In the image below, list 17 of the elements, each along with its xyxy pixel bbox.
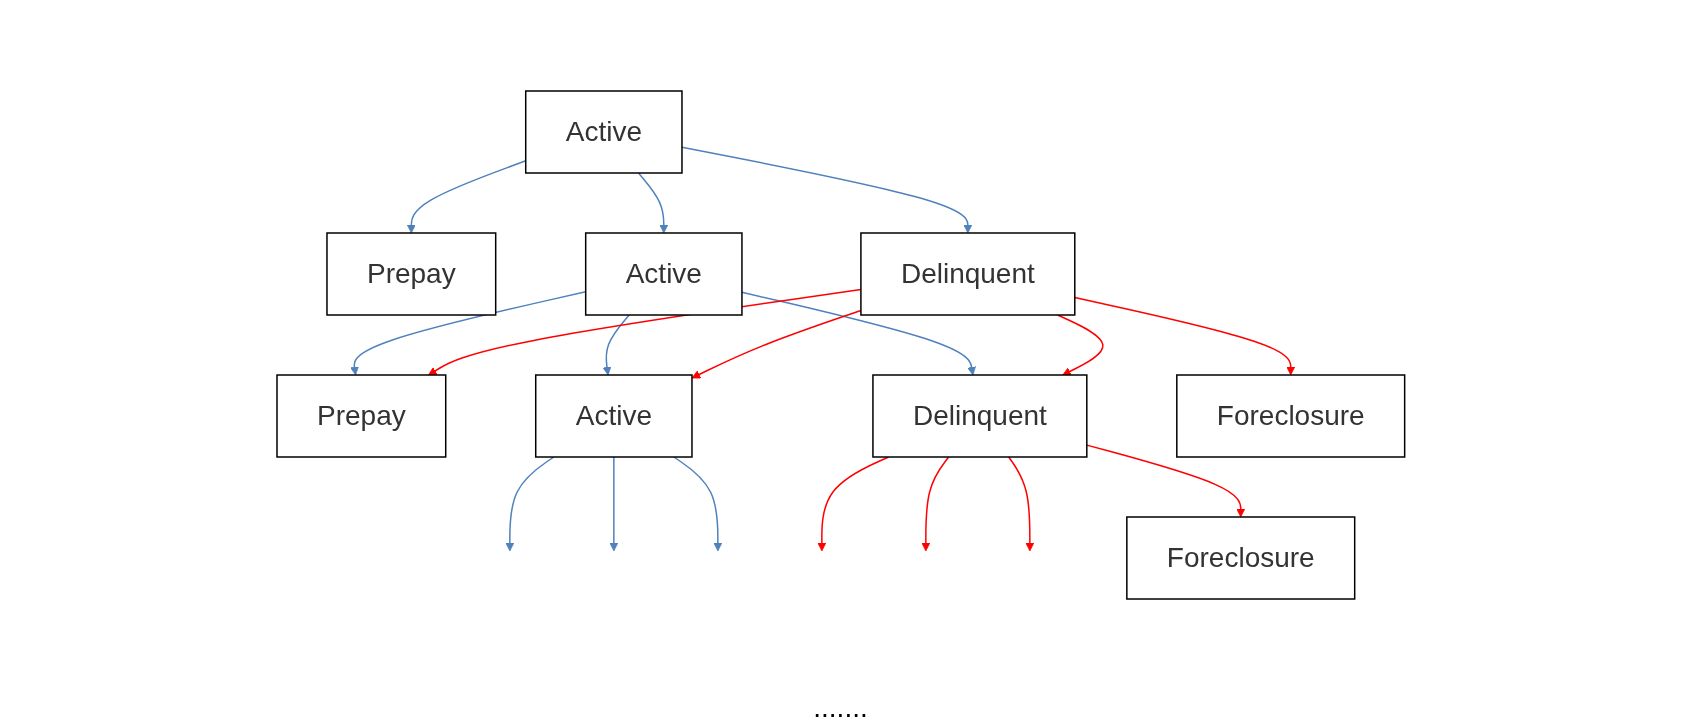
node-box: Prepay (325, 232, 497, 316)
node-box: Foreclosure (1175, 374, 1406, 458)
arrow (637, 172, 668, 234)
ellipsis-note: ....... (813, 692, 868, 723)
arrow (921, 456, 950, 552)
arrow (609, 456, 618, 552)
node-box: Delinquent (871, 374, 1088, 458)
arrow (672, 456, 722, 552)
arrow (505, 456, 555, 552)
arrow (1007, 456, 1034, 552)
node-box: Active (524, 90, 683, 174)
node-box: Foreclosure (1125, 516, 1356, 600)
node-box: Prepay (275, 374, 447, 458)
arrow (602, 314, 630, 376)
node-box: Active (584, 232, 743, 316)
node-box: Delinquent (859, 232, 1076, 316)
node-box: Active (534, 374, 693, 458)
